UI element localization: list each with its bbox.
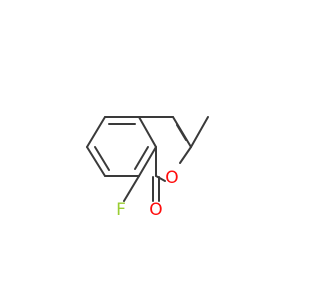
bond-o2-c1 <box>155 175 166 182</box>
molecule-structure: O O F <box>86 116 209 220</box>
bond-c5-c6 <box>86 116 106 148</box>
carbonyl-oxygen-label: O <box>149 200 162 220</box>
bond-c3-methyl <box>190 116 209 148</box>
fluorine-label: F <box>116 200 126 220</box>
bond-c6-c7 <box>86 146 106 177</box>
bond-c8-c8a-inner <box>134 146 149 170</box>
bond-c8a-c4a <box>138 116 157 148</box>
bond-c8-f <box>123 175 140 202</box>
bond-c4-c3-inner <box>176 124 187 141</box>
bond-c6-c7-inner <box>94 146 110 171</box>
bond-c3-o2 <box>179 146 192 164</box>
ring-oxygen-label: O <box>165 168 178 188</box>
bond-c8-c8a <box>138 146 157 177</box>
